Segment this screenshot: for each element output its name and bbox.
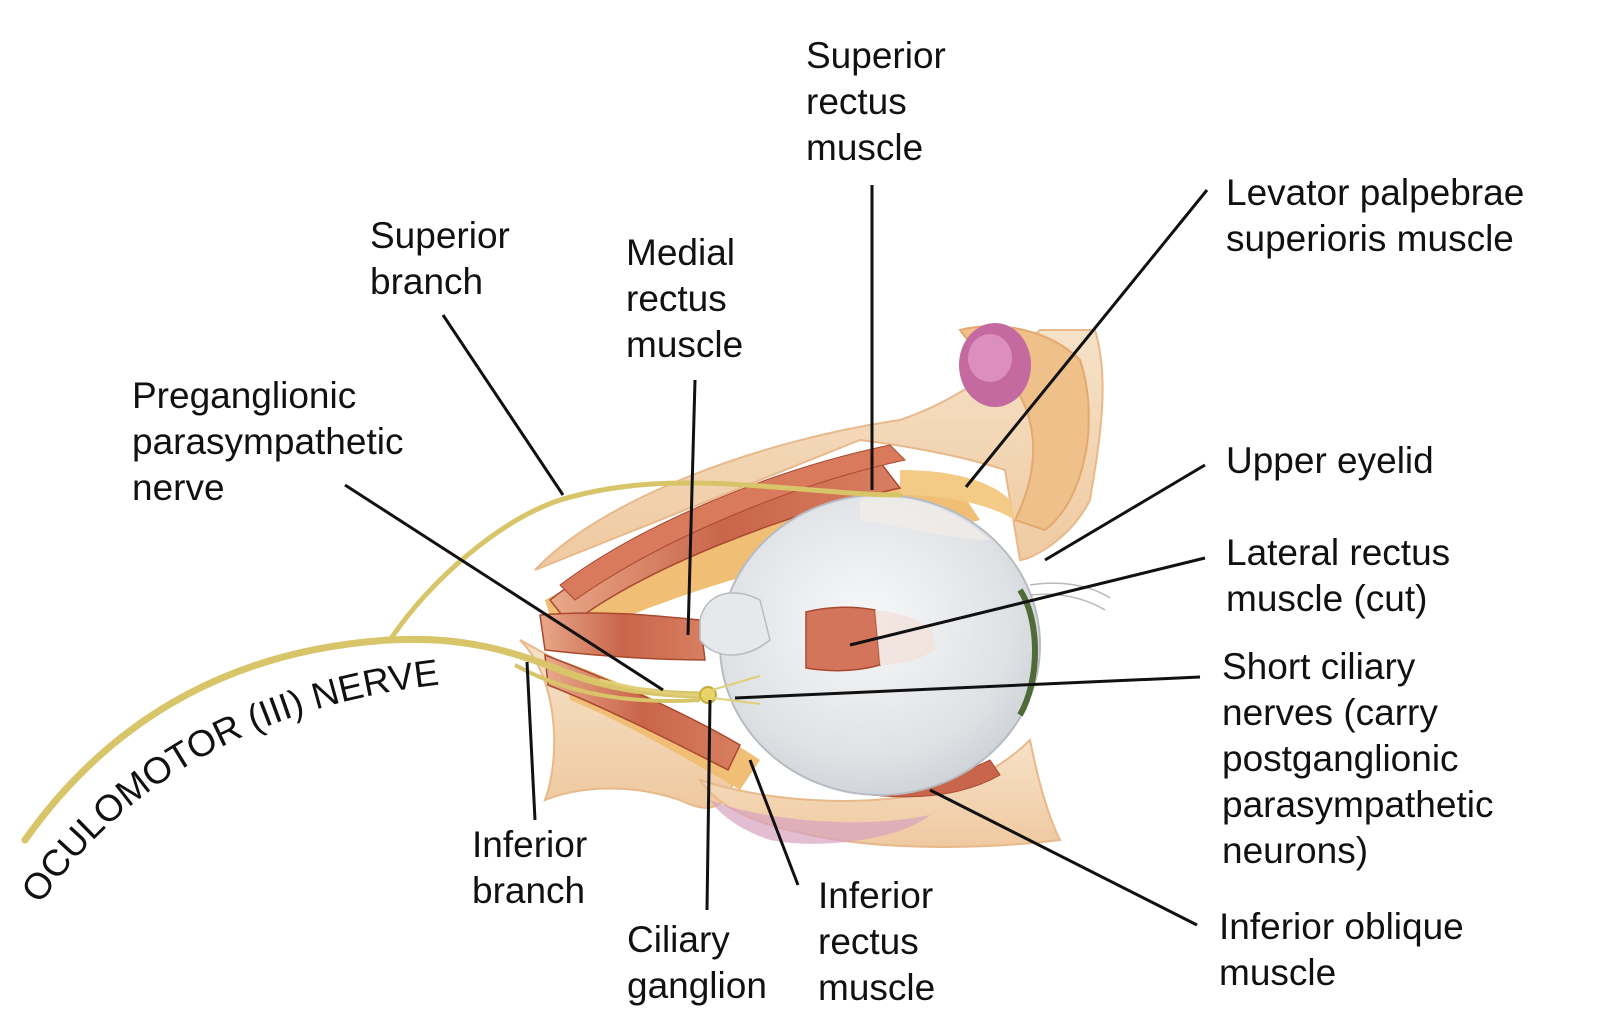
leader-medial-rectus — [686, 379, 697, 636]
lacrimal-structure — [959, 323, 1031, 407]
inferior-branch-nerve — [514, 663, 701, 703]
leader-inferior-oblique — [929, 788, 1198, 927]
preganglionic-nerve — [599, 678, 701, 697]
label-inferior-oblique-muscle: Inferior oblique muscle — [1219, 906, 1464, 993]
label-ciliary-ganglion: Ciliary ganglion — [627, 919, 767, 1006]
leader-ciliary-ganglion — [705, 699, 712, 911]
leader-lateral-rectus — [849, 556, 1206, 647]
leader-upper-eyelid — [1044, 463, 1206, 562]
superior-branch-nerve — [387, 480, 903, 643]
label-upper-eyelid: Upper eyelid — [1226, 440, 1434, 481]
label-inferior-rectus-muscle: Inferior rectus muscle — [818, 875, 936, 1008]
label-superior-branch: Superior branch — [370, 215, 510, 302]
label-inferior-branch: Inferior branch — [472, 824, 588, 911]
leader-inferior-branch — [525, 661, 537, 821]
label-levator-palpebrae: Levator palpebrae superioris muscle — [1226, 172, 1525, 259]
leader-lines — [344, 185, 1209, 927]
medial-rectus-muscle — [539, 612, 706, 661]
leader-levator — [964, 189, 1209, 488]
leader-short-ciliary — [734, 675, 1201, 700]
short-ciliary-nerves — [711, 675, 761, 705]
leader-inferior-rectus — [748, 759, 800, 886]
leader-preganglionic — [344, 483, 664, 692]
label-medial-rectus-muscle: Medial rectus muscle — [626, 232, 744, 365]
label-short-ciliary-nerves: Short ciliary nerves (carry postganglion… — [1222, 646, 1494, 871]
leader-superior-branch — [441, 314, 565, 496]
label-superior-rectus-muscle: Superior rectus muscle — [806, 35, 946, 168]
oculomotor-nerve-trunk — [21, 635, 714, 844]
label-lateral-rectus-muscle: Lateral rectus muscle (cut) — [1226, 532, 1451, 619]
label-preganglionic-nerve: Preganglionic parasympathetic nerve — [132, 375, 404, 508]
